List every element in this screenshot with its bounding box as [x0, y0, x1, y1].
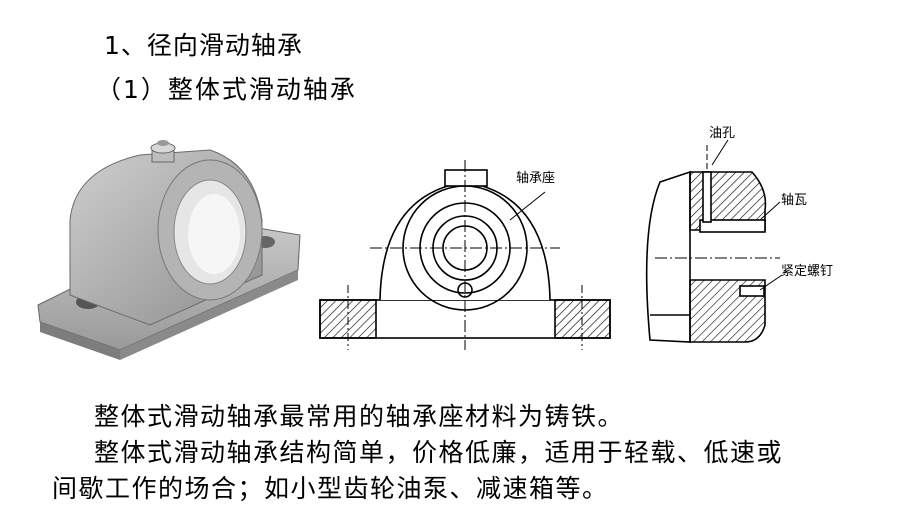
paragraph-material: 整体式滑动轴承最常用的轴承座材料为铸铁。 — [94, 402, 625, 431]
section-heading: 1、径向滑动轴承 — [104, 31, 303, 60]
side-section-view — [645, 139, 783, 343]
paragraph-features-line1: 整体式滑动轴承结构简单，价格低廉，适用于轻载、低速或 — [94, 438, 784, 467]
front-section-view — [319, 160, 611, 350]
callout-set-screw: 紧定螺钉 — [781, 264, 834, 279]
bearing-drawings — [37, 139, 783, 360]
paragraph-features-line2: 间歇工作的场合；如小型齿轮油泵、减速箱等。 — [52, 474, 609, 503]
callout-bushing: 轴瓦 — [781, 193, 808, 208]
callout-oil-hole: 油孔 — [709, 126, 736, 141]
callout-bearing-seat: 轴承座 — [516, 171, 556, 186]
subsection-heading: （1）整体式滑动轴承 — [96, 75, 357, 104]
bearing-figure: 轴承座 油孔 轴瓦 紧定螺钉 — [0, 110, 920, 380]
bearing-3d-illustration — [37, 140, 301, 360]
